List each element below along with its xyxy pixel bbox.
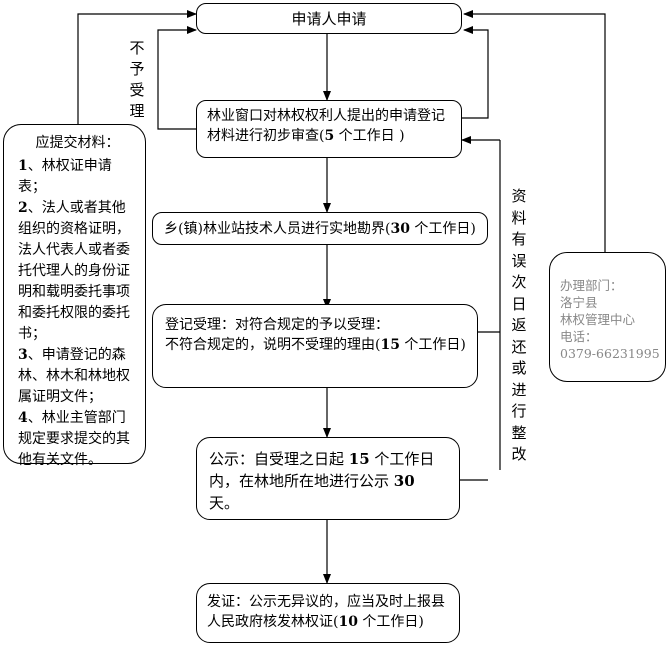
- node-applicant: 申请人申请: [196, 3, 462, 34]
- node-initial-review-text: 林业窗口对林权权利人提出的申请登记材料进行初步审查(: [207, 108, 445, 144]
- node-acceptance-line2: 不符合规定的，说明不受理的理由(: [165, 337, 381, 353]
- contact-department: 林权管理中心: [560, 312, 636, 327]
- node-publicity-days2: 30: [393, 472, 415, 490]
- node-survey-days: 30: [390, 220, 410, 237]
- node-publicity-text2: 个工作日内，在林地所在地进行公示: [209, 450, 435, 490]
- arrow-contact-to-applicant: [463, 10, 606, 252]
- materials-item: 2、法人或者其他组织的资格证明，法人代表人或者委托代理人的身份证明和载明委托事项…: [18, 200, 130, 342]
- node-acceptance-tail: 个工作日): [399, 337, 466, 353]
- node-issuance-tail: 个工作日): [357, 614, 424, 630]
- materials-item: 3、申请登记的森林、林木和林地权属证明文件；: [18, 347, 130, 405]
- node-survey-text: 乡(镇)林业站技术人员进行实地勘界(: [164, 220, 391, 237]
- node-initial-review: 林业窗口对林权权利人提出的申请登记材料进行初步审查(5 个工作日 ): [196, 100, 462, 158]
- materials-item: 4、林业主管部门规定要求提交的其他有关文件。: [18, 410, 130, 468]
- node-issuance-text: 发证：公示无异议的，应当及时上报县人民政府核发林权证(: [207, 594, 445, 630]
- node-publicity-text1: 公示：自受理之日起: [209, 450, 349, 468]
- materials-box: 应提交材料： 1、林权证申请表； 2、法人或者其他组织的资格证明，法人代表人或者…: [3, 124, 146, 468]
- node-initial-review-tail: 个工作日 ): [334, 128, 405, 144]
- node-issuance-days: 10: [338, 614, 358, 630]
- arrow-review-resubmit-loop: [460, 26, 489, 119]
- node-publicity-days: 15: [348, 450, 370, 468]
- contact-phone: 0379-66231995: [560, 346, 660, 361]
- node-issuance: 发证：公示无异议的，应当及时上报县人民政府核发林权证(10 个工作日): [196, 583, 460, 643]
- arrow-materials-to-applicant: [77, 10, 197, 124]
- node-acceptance-line1: 登记受理：对符合规定的予以受理：: [165, 317, 389, 333]
- node-publicity-text3: 天。: [209, 494, 240, 512]
- node-field-survey: 乡(镇)林业站技术人员进行实地勘界(30 个工作日): [152, 212, 488, 245]
- label-not-accepted: 不予受理: [129, 39, 145, 120]
- label-return-note: 资料有误次日返还或进行整改: [511, 187, 527, 463]
- contact-phone-label: 电话：: [560, 329, 598, 344]
- materials-title: 应提交材料：: [35, 135, 120, 151]
- node-survey-tail: 个工作日): [409, 220, 476, 237]
- contact-box: 办理部门： 洛宁县 林权管理中心 电话： 0379-66231995: [549, 252, 666, 382]
- arrow-not-accepted-loop: [157, 26, 197, 130]
- node-initial-review-days: 5: [324, 128, 335, 144]
- node-acceptance: 登记受理：对符合规定的予以受理： 不符合规定的，说明不受理的理由(15 个工作日…: [152, 304, 478, 388]
- materials-item: 1、林权证申请表；: [18, 158, 112, 195]
- contact-county: 洛宁县: [560, 295, 598, 310]
- node-acceptance-days: 15: [380, 337, 400, 353]
- node-applicant-text: 申请人申请: [291, 9, 367, 28]
- node-publicity: 公示：自受理之日起 15 个工作日内，在林地所在地进行公示 30 天。: [196, 437, 460, 520]
- contact-department-label: 办理部门：: [560, 278, 623, 293]
